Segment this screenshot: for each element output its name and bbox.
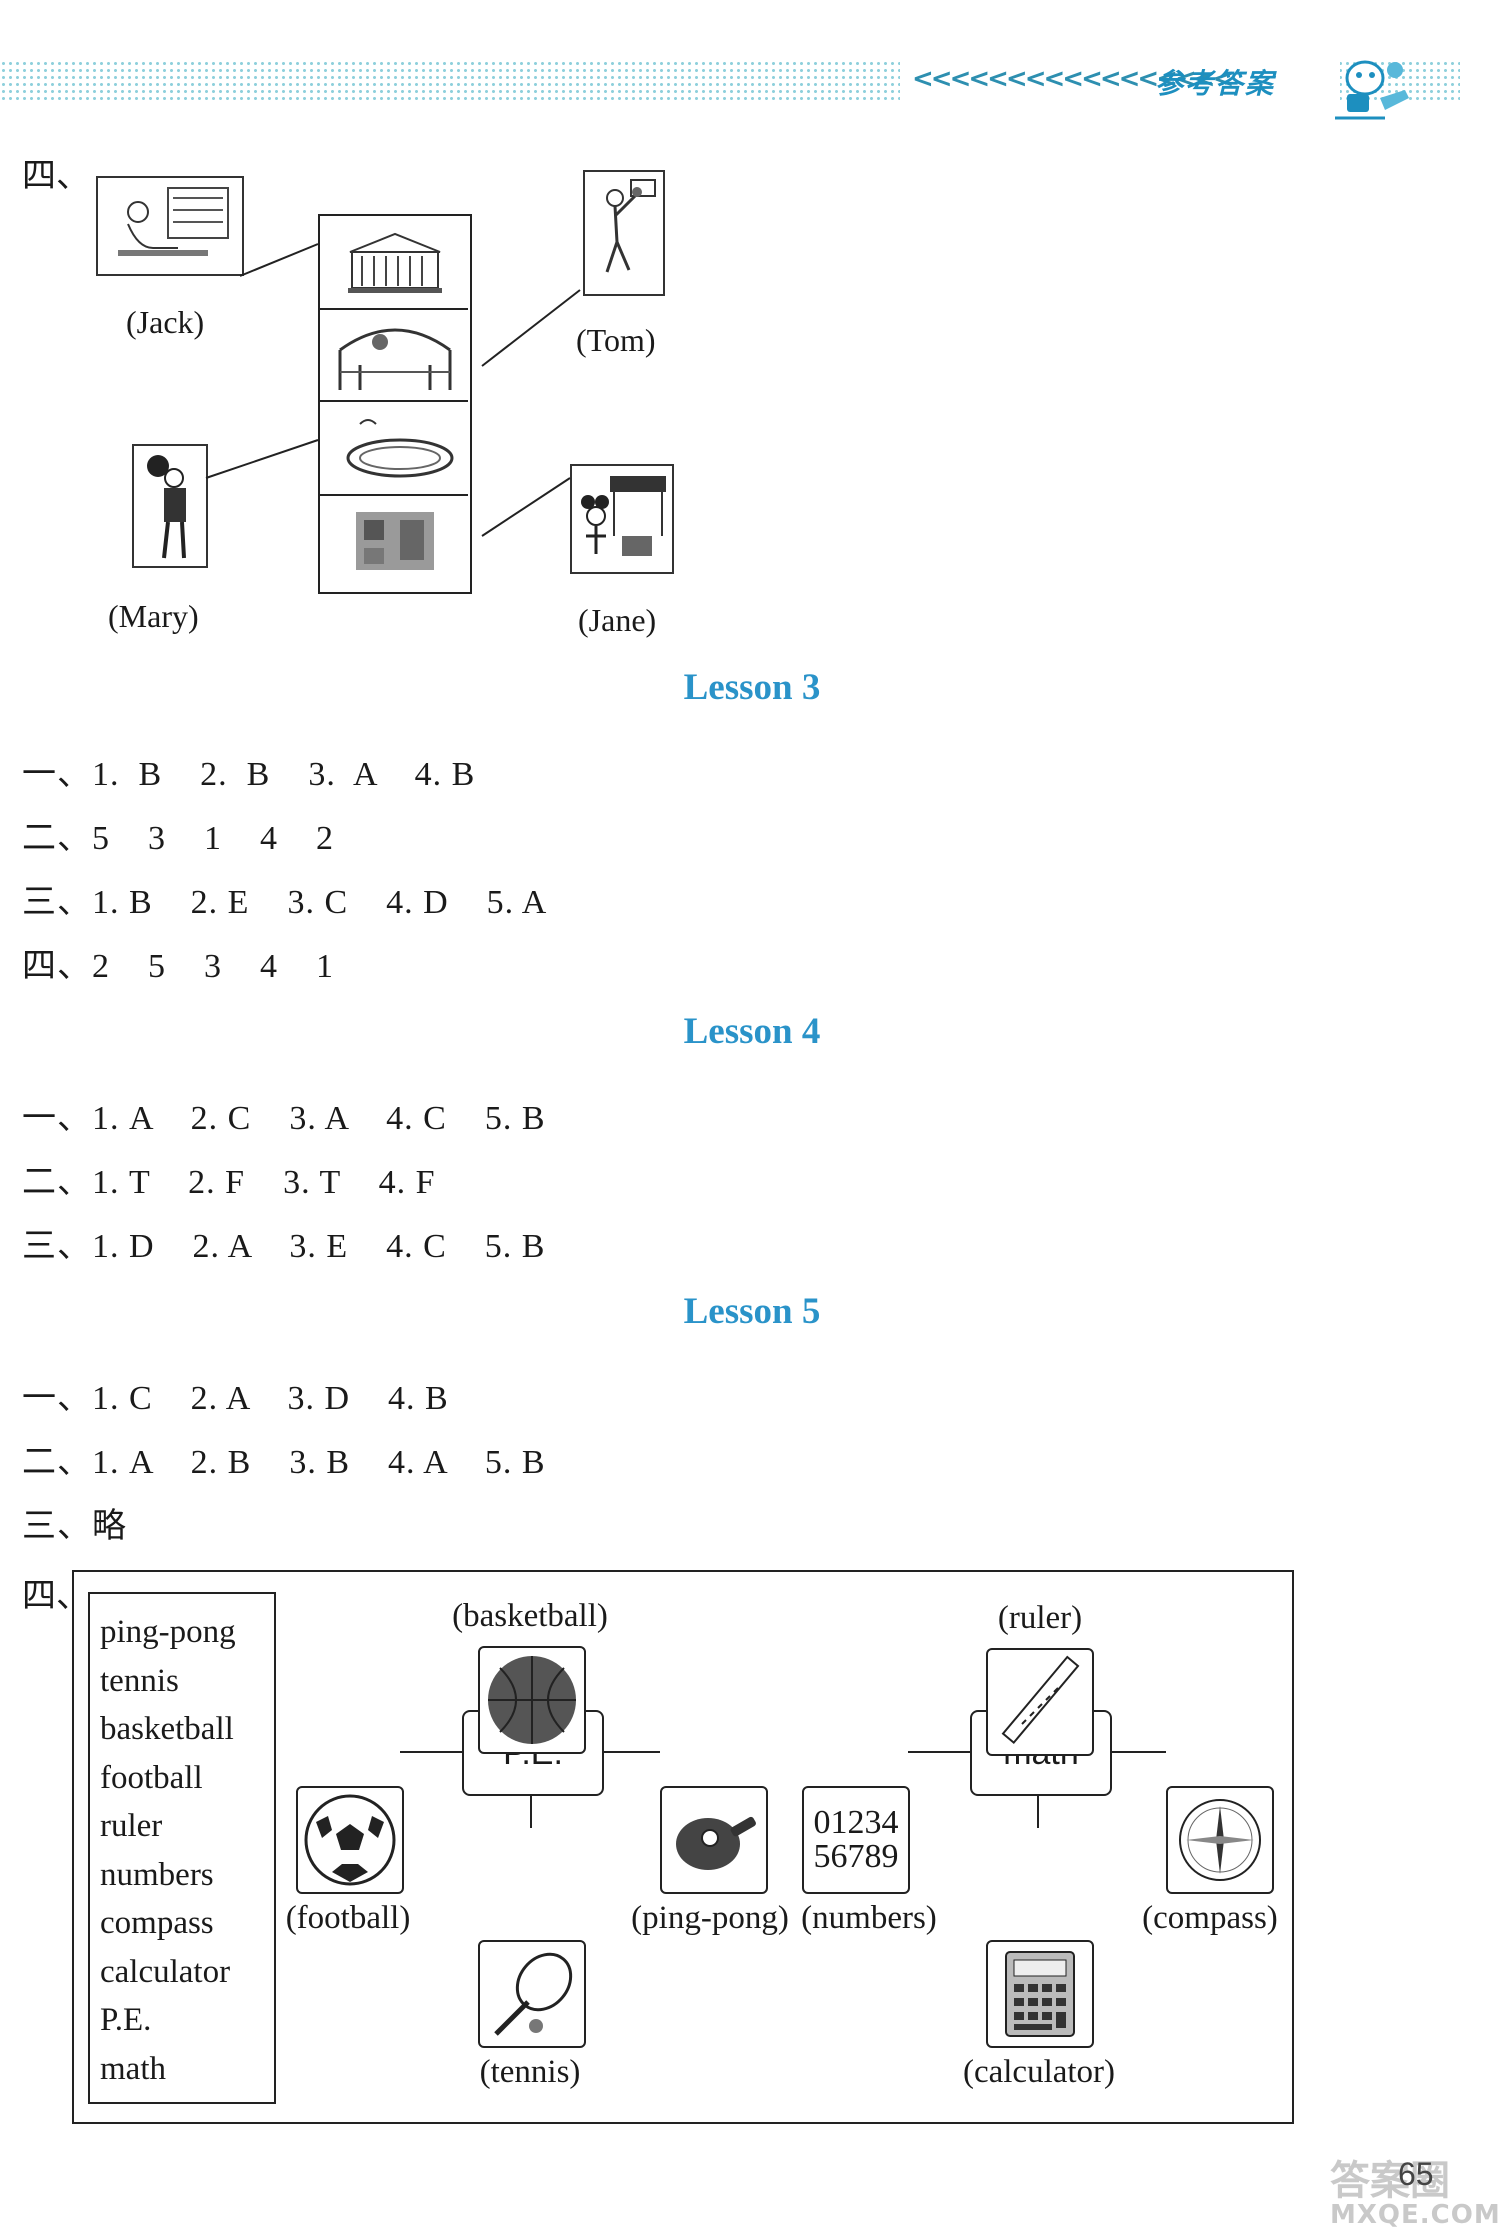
basketball-picture: [478, 1646, 586, 1754]
name-label-jack: (Jack): [126, 304, 205, 340]
lesson-5-title: Lesson 5: [683, 1291, 821, 1332]
calculator-icon: [1005, 1951, 1075, 2037]
lesson-4-answer-line: 三、1. D 2. A 3. E 4. C 5. B: [22, 1228, 546, 1265]
header-title-band: [900, 62, 1340, 100]
swimming-pool-picture: [346, 419, 454, 478]
numbers-picture: 01234 56789: [802, 1786, 910, 1894]
numbers-digits-line: 01234: [813, 1804, 899, 1841]
ruler-icon: [1001, 1655, 1080, 1745]
lesson-3-answer-line: 二、5 3 1 4 2: [22, 820, 334, 857]
caption-football: (football): [285, 1900, 411, 1936]
caption-calculator: (calculator): [962, 2054, 1116, 2090]
word-list-item: compass: [100, 1905, 214, 1941]
lesson-3-answer-line: 四、2 5 3 4 1: [22, 948, 334, 985]
ping-pong-paddle-icon: [676, 1816, 756, 1870]
tennis-racket-icon: [494, 1952, 573, 2036]
column-divider: [320, 308, 468, 310]
watermark-logo-text: 答案圈: [1330, 2158, 1450, 2204]
name-label-jane: (Jane): [578, 602, 657, 638]
word-list-item: numbers: [100, 1856, 214, 1893]
compass-icon: [1179, 1799, 1261, 1881]
lesson-4-title: Lesson 4: [683, 1011, 821, 1052]
compass-picture: [1166, 1786, 1274, 1894]
football-icon: [304, 1794, 396, 1886]
lesson-4-answer-line: 一、1. A 2. C 3. A 4. C 5. B: [22, 1100, 546, 1137]
caption-tennis: (tennis): [479, 2054, 581, 2090]
word-list-item: ping-pong: [100, 1614, 236, 1650]
lesson-3-answer-line: 一、1. B 2. B 3. A 4. B: [22, 756, 476, 793]
library-building-picture: [348, 232, 442, 293]
section-marker-four: 四、: [22, 158, 90, 195]
watermark-url: MXQE.COM: [1330, 2200, 1501, 2230]
caption-basketball: (basketball): [452, 1598, 608, 1634]
lesson-3-title: Lesson 3: [683, 667, 821, 708]
column-divider: [320, 494, 468, 496]
library-reading-picture: [96, 176, 244, 276]
caption-ruler: (ruler): [997, 1600, 1083, 1636]
lesson-5-answer-line: 一、1. C 2. A 3. D 4. B: [22, 1380, 449, 1417]
girl-with-ball-picture: [132, 444, 208, 568]
football-picture: [296, 1786, 404, 1894]
word-list-item: basketball: [100, 1711, 234, 1747]
ping-pong-picture: [660, 1786, 768, 1894]
lesson-3-answer-line: 三、1. B 2. E 3. C 4. D 5. A: [22, 884, 548, 921]
word-list-item: ruler: [100, 1808, 163, 1844]
basketball-player-picture: [583, 170, 665, 296]
lesson-4-answer-line: 二、1. T 2. F 3. T 4. F: [22, 1164, 436, 1201]
name-label-mary: (Mary): [108, 598, 199, 634]
word-list-item: P.E.: [100, 2002, 152, 2038]
park-gate-picture: [338, 328, 452, 390]
lesson-5-answer-line: 三、略: [22, 1508, 127, 1545]
girl-at-shop-picture: [570, 464, 674, 574]
word-list: ping-pong tennis basketball football rul…: [100, 1608, 236, 2093]
numbers-digits-line: 56789: [813, 1838, 899, 1875]
word-list-item: football: [100, 1759, 203, 1796]
name-label-tom: (Tom): [576, 322, 656, 358]
ruler-picture: [986, 1648, 1094, 1756]
header-chevrons: <<<<<<<<<<<<<<<<<: [912, 64, 1234, 94]
basketball-icon: [488, 1656, 576, 1744]
column-divider: [320, 400, 468, 402]
word-list-item: tennis: [100, 1662, 179, 1699]
shop-street-picture: [356, 512, 434, 570]
tennis-picture: [478, 1940, 586, 2048]
word-list-item: math: [100, 2050, 166, 2087]
page-number: 65: [1398, 2156, 1434, 2192]
caption-ping-pong: (ping-pong): [631, 1900, 789, 1936]
calculator-picture: [986, 1940, 1094, 2048]
mascot-icon: [1335, 60, 1409, 120]
word-list-box: [88, 1592, 276, 2104]
caption-compass: (compass): [1142, 1900, 1278, 1936]
header-title: 参考答案: [1155, 67, 1276, 100]
caption-numbers: (numbers): [801, 1900, 937, 1936]
word-list-item: calculator: [100, 1953, 231, 1990]
lesson-5-answer-line: 二、1. A 2. B 3. B 4. A 5. B: [22, 1444, 546, 1481]
